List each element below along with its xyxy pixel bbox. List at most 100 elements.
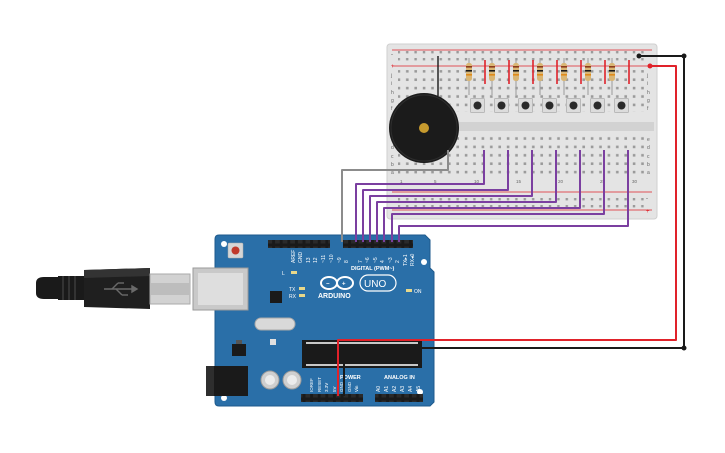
pin-label: RESET	[317, 377, 322, 392]
pin-label: IOREF	[309, 378, 314, 392]
wire-button[interactable]	[391, 150, 605, 242]
pin-label: AREF	[291, 250, 297, 263]
pin-label: 13	[306, 257, 312, 263]
digital-label: DIGITAL (PWM~)	[351, 266, 395, 272]
power-jumpers	[484, 60, 630, 84]
row-letters: j i h g f e d c b a j i h g f e d c b a	[390, 73, 650, 176]
analog-pin-labels: A0 A1 A2 A3 A4 A5	[376, 386, 422, 392]
usb-cable[interactable]	[36, 268, 191, 309]
pushbutton[interactable]	[566, 98, 581, 113]
row-letter: a	[647, 170, 650, 176]
bottom-headers	[301, 394, 423, 402]
column-number: 20	[558, 179, 564, 184]
column-number: 5	[434, 179, 437, 184]
pin-label: 8	[344, 260, 350, 263]
atmega-chip	[302, 340, 422, 368]
resistor[interactable]	[561, 58, 567, 95]
pin-label: A5	[416, 386, 422, 392]
pin-label: A0	[376, 386, 382, 392]
resistor[interactable]	[489, 58, 495, 95]
row-letter: d	[647, 145, 650, 151]
arduino-uno-board[interactable]: AREF GND 13 12 ~11 ~10 ~9 8 7 ~6 ~5 4 ~3…	[192, 234, 435, 407]
on-led	[406, 289, 412, 292]
capacitors	[260, 370, 302, 390]
usb-icon	[104, 282, 139, 296]
pin-label: GND	[339, 381, 344, 392]
wire-button[interactable]	[376, 150, 557, 242]
pushbutton[interactable]	[614, 98, 629, 113]
row-letter: g	[391, 98, 394, 104]
row-letter: a	[391, 170, 394, 176]
pin-label: A3	[400, 386, 406, 392]
svg-text:+: +	[646, 209, 650, 215]
rx-label: RX	[289, 294, 297, 300]
pushbutton[interactable]	[494, 98, 509, 113]
l-label: L	[282, 271, 285, 277]
svg-text:-: -	[646, 196, 648, 202]
row-letter: d	[391, 145, 394, 151]
digital-header	[268, 240, 413, 248]
wire-button[interactable]	[383, 150, 581, 242]
l-led	[291, 271, 297, 274]
pin-label: ~10	[329, 254, 335, 263]
pin-label: Vin	[354, 385, 359, 392]
resistor[interactable]	[609, 58, 615, 95]
pin-label: 5V	[332, 386, 337, 392]
pushbutton[interactable]	[518, 98, 533, 113]
pushbutton[interactable]	[470, 98, 485, 113]
wire-buzzer[interactable]	[341, 150, 449, 242]
wire-button[interactable]	[369, 150, 533, 242]
row-letter: j	[646, 73, 648, 79]
pin-label: ~3	[388, 257, 394, 263]
usb-b-socket[interactable]	[192, 267, 249, 311]
column-number: 1	[400, 179, 403, 184]
arduino-logo: − +	[320, 276, 354, 290]
pin-label: TX▸1	[403, 254, 409, 266]
resistor[interactable]	[537, 58, 543, 95]
pushbutton[interactable]	[590, 98, 605, 113]
tx-led	[299, 287, 305, 290]
row-letter: j	[390, 73, 392, 79]
on-label: ON	[414, 289, 422, 295]
piezo-buzzer[interactable]	[389, 56, 459, 163]
row-letter: f	[391, 106, 393, 112]
svg-text:-: -	[391, 52, 393, 58]
reset-button[interactable]	[227, 242, 244, 259]
svg-text:+: +	[342, 282, 346, 288]
column-number: 10	[474, 179, 480, 184]
usb-chip	[270, 291, 282, 303]
resistor[interactable]	[513, 58, 519, 95]
pin-label: 12	[313, 257, 319, 263]
column-numbers: 1 5 10 15 20 25 30	[400, 179, 638, 184]
row-letter: b	[647, 162, 650, 168]
pin-label: 7	[358, 260, 364, 263]
rx-led	[299, 294, 305, 297]
wire-5v[interactable]	[337, 65, 677, 396]
resistor[interactable]	[585, 58, 591, 95]
wire-button[interactable]	[355, 150, 485, 242]
status-leds: L TX RX ON	[282, 271, 422, 300]
wires	[337, 53, 687, 396]
wire-button[interactable]	[398, 150, 629, 242]
wire-button[interactable]	[362, 150, 509, 242]
pin-label: ~6	[365, 257, 371, 263]
resistor[interactable]	[466, 58, 472, 95]
center-channel	[390, 122, 654, 131]
pin-label: A4	[408, 386, 414, 392]
pin-label: 3.3V	[324, 383, 329, 392]
analog-label: ANALOG IN	[384, 375, 415, 381]
row-letter: f	[647, 106, 649, 112]
dc-power-jack[interactable]	[206, 366, 248, 396]
svg-text:−: −	[326, 282, 330, 288]
buzzer-center	[419, 123, 429, 133]
row-letter: h	[391, 90, 394, 96]
resistors	[466, 58, 615, 95]
pin-label: RX◂0	[410, 254, 416, 266]
tx-label: TX	[289, 287, 296, 293]
svg-text:+: +	[391, 64, 395, 70]
pushbutton[interactable]	[542, 98, 557, 113]
row-letter: i	[391, 81, 392, 87]
brand-label: ARDUINO	[318, 293, 351, 300]
crystal-oscillator	[254, 317, 296, 331]
